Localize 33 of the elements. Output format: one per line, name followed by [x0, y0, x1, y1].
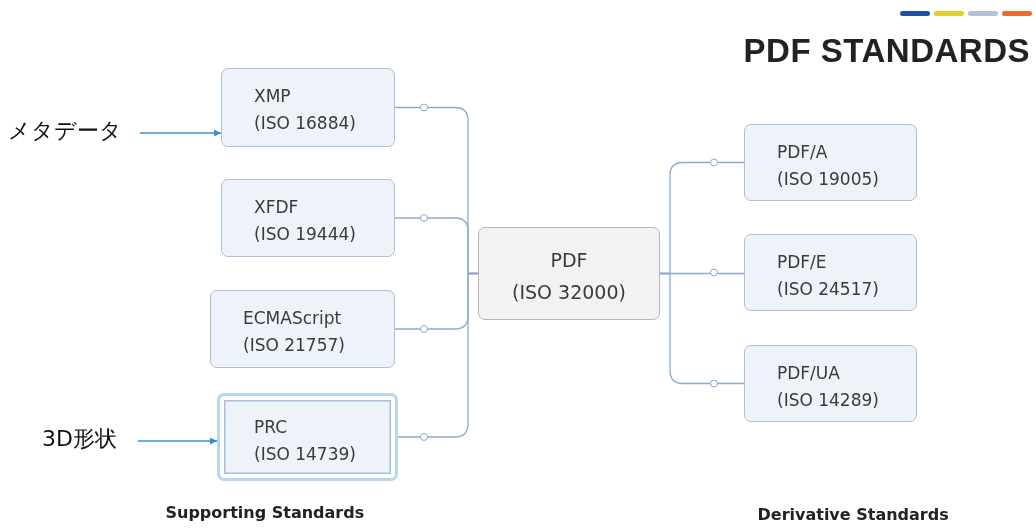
annotation-label: メタデータ [8, 117, 123, 145]
iso-number: (ISO 19005) [777, 168, 880, 191]
standard-box [744, 234, 917, 311]
iso-number: (ISO 24517) [777, 278, 880, 301]
diagram-title: PDF STANDARDS [743, 32, 1030, 70]
standard-box [217, 393, 398, 481]
standard-name: XFDF [254, 196, 300, 219]
standard-box [744, 124, 917, 201]
standard-name: ECMAScript [243, 307, 343, 330]
iso-number: (ISO 14289) [777, 389, 880, 412]
connector-line [397, 272, 479, 438]
standard-box [210, 290, 395, 368]
central-standard-box [478, 227, 660, 320]
iso-number: (ISO 32000) [511, 280, 627, 305]
column-heading: Derivative Standards [757, 505, 949, 524]
column-heading: Supporting Standards [165, 503, 365, 522]
standard-name: PDF/A [777, 141, 829, 164]
standard-box [744, 345, 917, 422]
iso-number: (ISO 21757) [243, 334, 346, 357]
standard-name: PRC [254, 416, 289, 439]
iso-number: (ISO 19444) [254, 223, 357, 246]
iso-number: (ISO 16884) [254, 112, 357, 135]
connector-line [659, 272, 745, 385]
standard-box [221, 179, 395, 257]
pointer-arrow [139, 129, 222, 137]
standard-name: PDF/UA [777, 362, 841, 385]
annotation-label: 3D形状 [42, 425, 118, 453]
standard-box [221, 68, 395, 147]
standard-name: PDF/E [777, 251, 828, 274]
pointer-arrow [137, 437, 218, 445]
standard-name: PDF [549, 248, 589, 273]
iso-number: (ISO 14739) [254, 443, 357, 466]
standard-name: XMP [254, 85, 292, 108]
